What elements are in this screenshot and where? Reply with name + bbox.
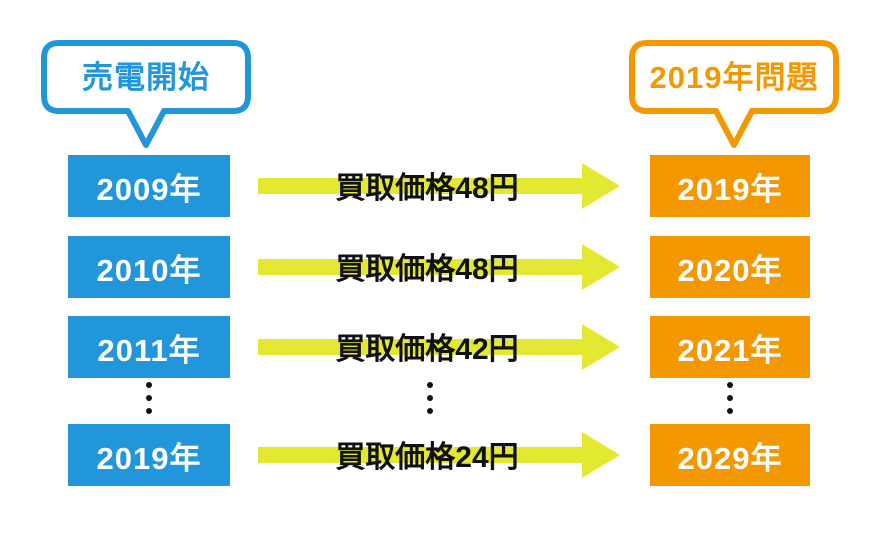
arrow-price-label: 買取価格48円 — [335, 253, 519, 287]
arrow-head-icon — [582, 324, 620, 370]
arrow-head-icon — [582, 432, 620, 478]
price-arrow: 買取価格48円 — [258, 163, 620, 209]
start-year-box: 2011年 — [68, 316, 230, 378]
start-year-box: 2009年 — [68, 155, 230, 217]
speech-bubble-shape — [41, 40, 251, 148]
start-year-box: 2010年 — [68, 236, 230, 298]
speech-bubble-shape — [629, 40, 839, 148]
arrow-shaft — [258, 178, 584, 194]
arrow-price-label: 買取価格48円 — [335, 172, 519, 206]
price-arrow: 買取価格24円 — [258, 432, 620, 478]
vertical-ellipsis-icon — [727, 382, 733, 414]
arrow-price-label: 買取価格24円 — [335, 441, 519, 475]
callout-sale-start: 売電開始 — [41, 40, 251, 148]
end-year-box: 2029年 — [650, 424, 810, 486]
arrow-price-label: 買取価格42円 — [335, 333, 519, 367]
end-year-box: 2020年 — [650, 236, 810, 298]
end-year-box: 2019年 — [650, 155, 810, 217]
arrow-head-icon — [582, 244, 620, 290]
end-year-box: 2021年 — [650, 316, 810, 378]
price-arrow: 買取価格42円 — [258, 324, 620, 370]
callout-sale-start-label: 売電開始 — [82, 59, 210, 95]
arrow-head-icon — [582, 163, 620, 209]
vertical-ellipsis-icon — [146, 382, 152, 414]
arrow-shaft — [258, 259, 584, 275]
arrow-shaft — [258, 447, 584, 463]
vertical-ellipsis-icon — [427, 382, 433, 414]
callout-2019-problem-label: 2019年問題 — [649, 59, 819, 95]
arrow-shaft — [258, 339, 584, 355]
callout-2019-problem: 2019年問題 — [629, 40, 839, 148]
price-arrow: 買取価格48円 — [258, 244, 620, 290]
start-year-box: 2019年 — [68, 424, 230, 486]
